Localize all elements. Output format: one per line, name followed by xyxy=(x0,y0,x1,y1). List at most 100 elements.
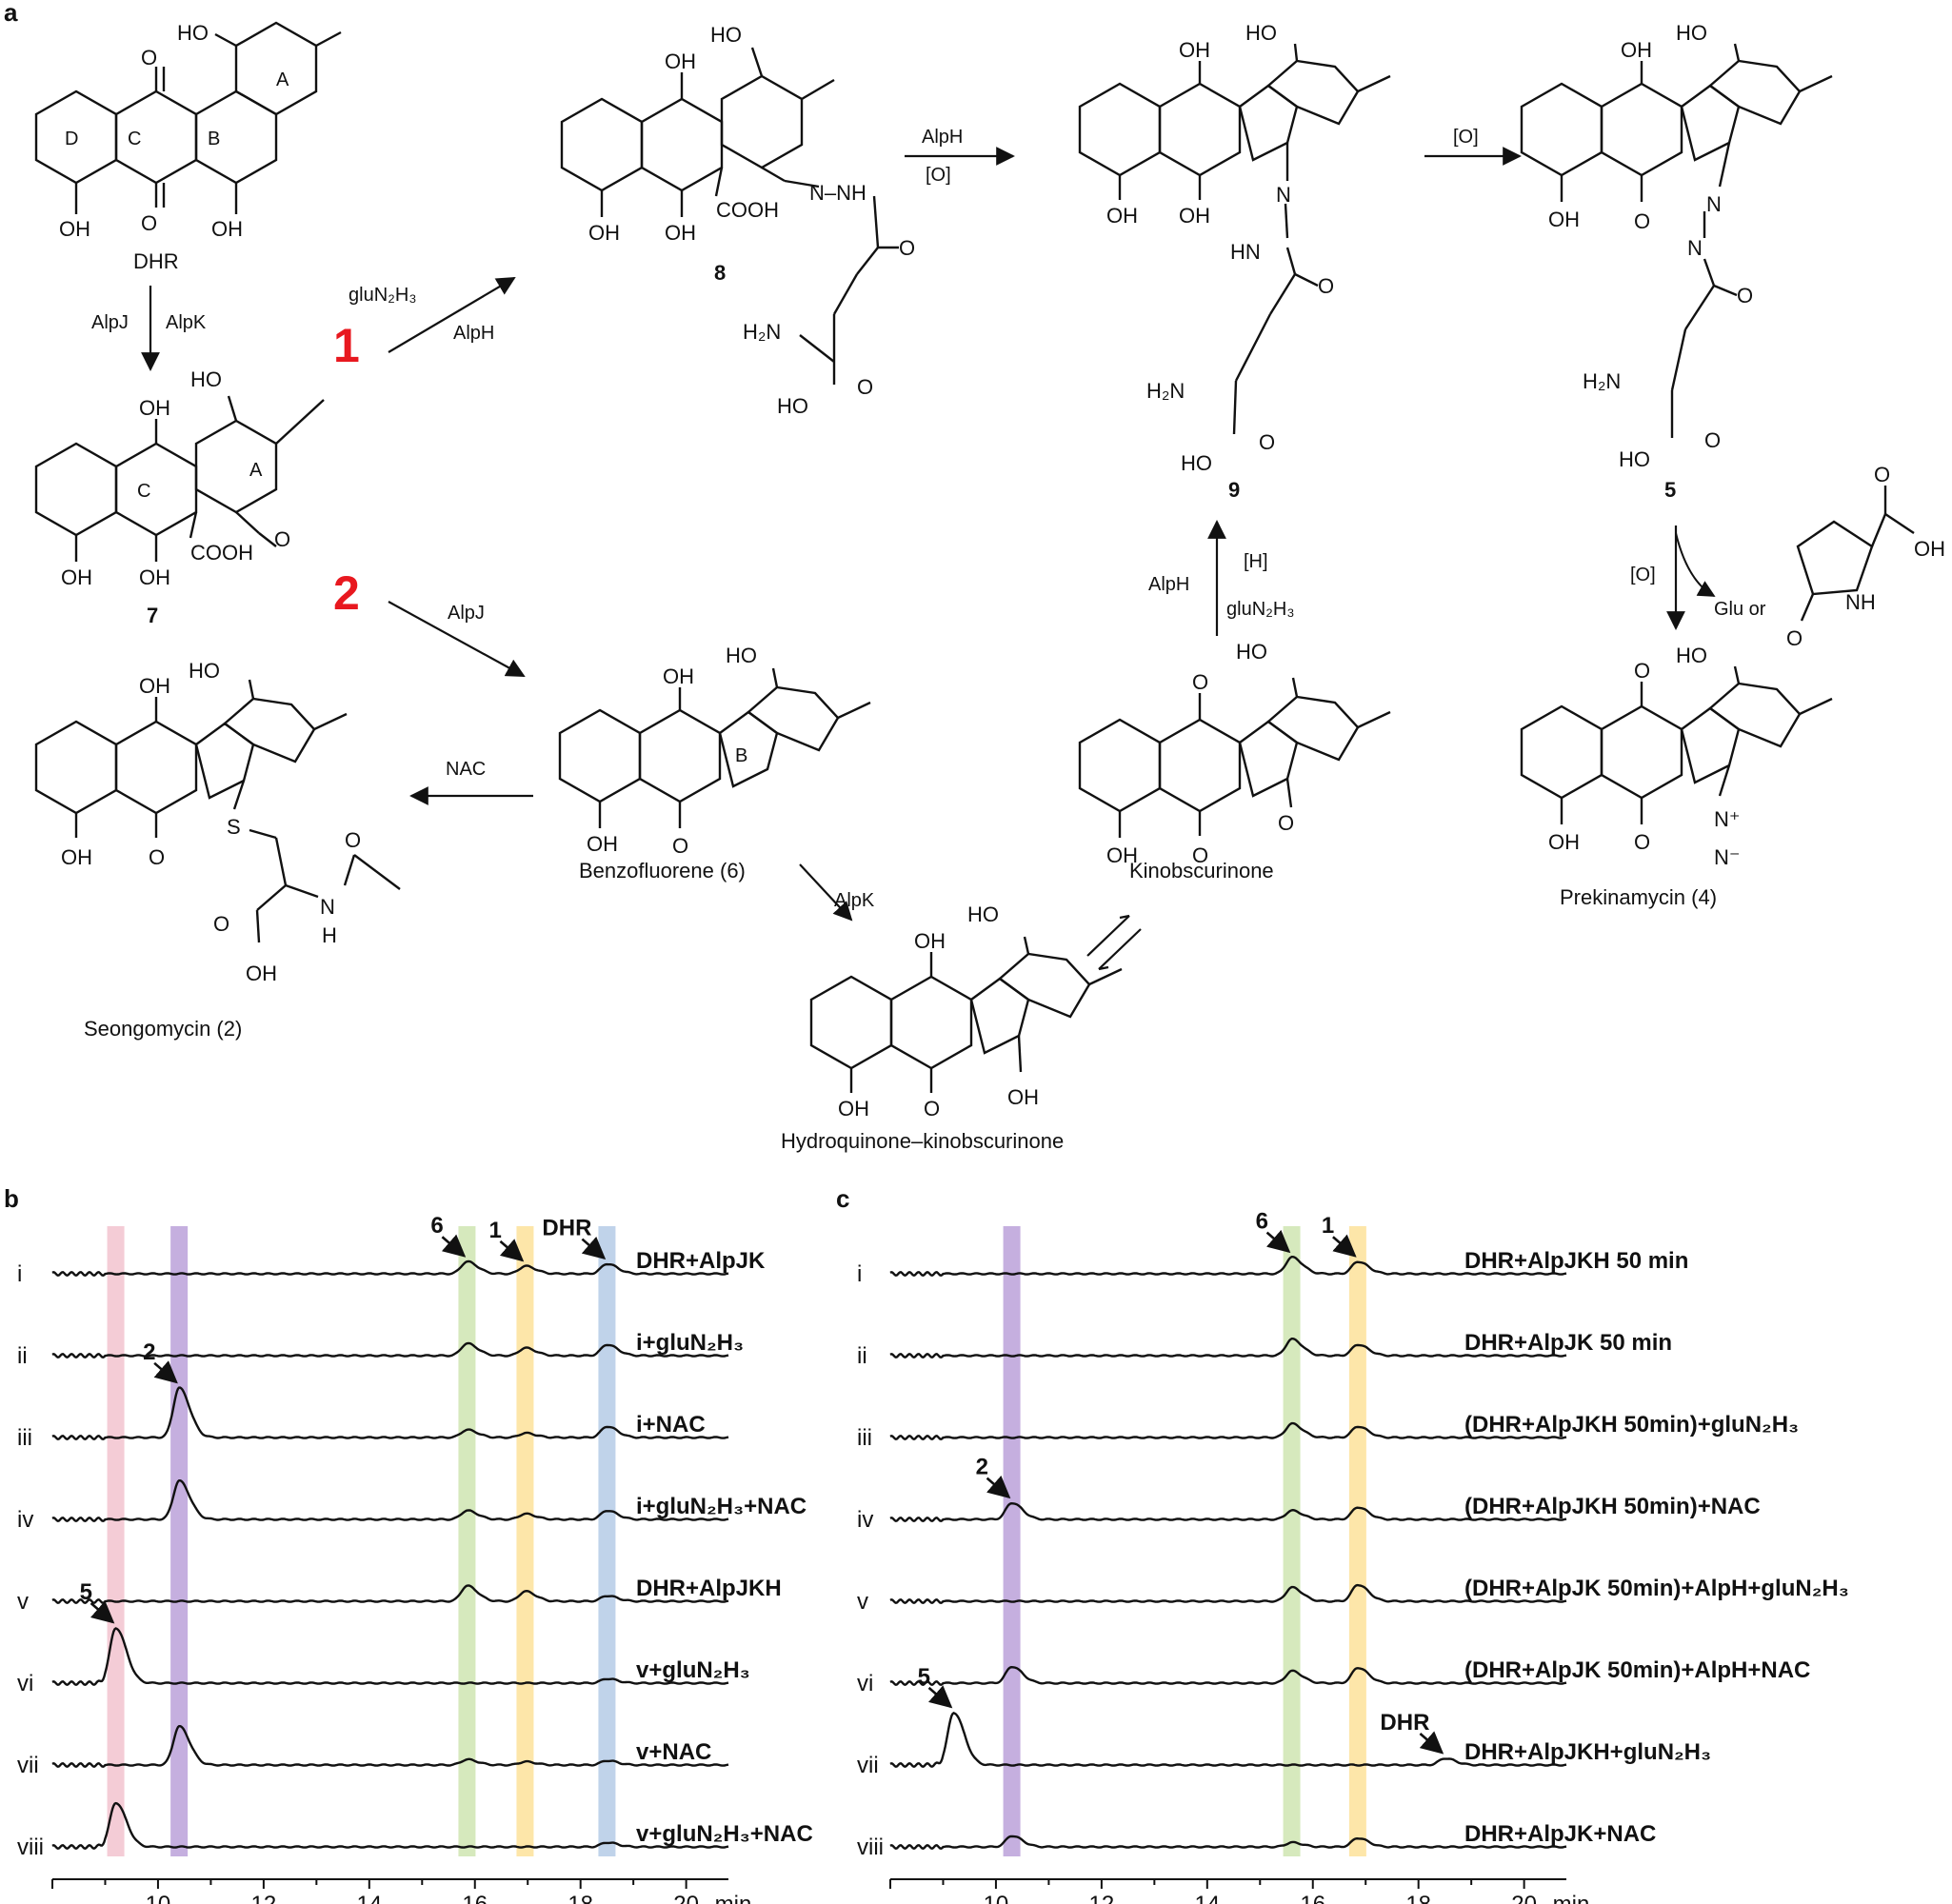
svg-text:O: O xyxy=(672,834,688,858)
highlight-band xyxy=(1348,1226,1366,1856)
svg-text:H₂N: H₂N xyxy=(743,320,781,344)
svg-text:N: N xyxy=(1706,192,1722,216)
svg-text:OH: OH xyxy=(838,1097,869,1121)
svg-text:[O]: [O] xyxy=(926,165,951,186)
x-tick-label: 14 xyxy=(1194,1892,1220,1904)
svg-text:gluN₂H₃: gluN₂H₃ xyxy=(1226,599,1294,620)
annotation-arrow xyxy=(1419,1731,1444,1755)
svg-text:O: O xyxy=(1786,626,1803,650)
svg-text:O: O xyxy=(1192,670,1208,694)
svg-text:AlpK: AlpK xyxy=(834,890,875,911)
svg-text:HO: HO xyxy=(177,21,209,45)
svg-text:AlpJ: AlpJ xyxy=(91,312,129,333)
svg-text:OH: OH xyxy=(914,929,946,953)
svg-text:OH: OH xyxy=(665,221,696,245)
svg-text:O: O xyxy=(213,912,229,936)
trace-id-iii: iii xyxy=(857,1425,872,1451)
trace-condition-iv: (DHR+AlpJKH 50min)+NAC xyxy=(1464,1494,1761,1519)
kinobscurinone-label: Kinobscurinone xyxy=(1129,859,1274,883)
compound-7-label: 7 xyxy=(147,604,158,627)
kinobscurinone-structure xyxy=(1078,677,1391,838)
svg-text:NH: NH xyxy=(1845,590,1876,614)
compound-8-label: 8 xyxy=(714,261,726,285)
svg-text:OH: OH xyxy=(1179,204,1210,228)
compound-4-label: Prekinamycin (4) xyxy=(1560,885,1717,909)
highlight-band xyxy=(107,1226,125,1856)
dhr-structure xyxy=(34,21,342,214)
x-tick-label: 10 xyxy=(984,1892,1009,1904)
x-tick-label: 12 xyxy=(1089,1892,1115,1904)
trace-condition-vii: v+NAC xyxy=(636,1739,711,1765)
compound-9-structure xyxy=(1078,43,1391,435)
svg-text:C: C xyxy=(137,481,150,502)
svg-text:A: A xyxy=(249,460,263,481)
trace-vi xyxy=(51,1627,729,1686)
svg-text:HN: HN xyxy=(1230,240,1261,264)
dhr-label: DHR xyxy=(133,249,179,273)
x-tick-label: 20 xyxy=(673,1892,699,1904)
trace-ii xyxy=(889,1338,1567,1359)
svg-text:OH: OH xyxy=(139,565,170,589)
svg-text:O: O xyxy=(1192,843,1208,867)
annotation-arrow xyxy=(927,1685,953,1709)
trace-condition-vii: DHR+AlpJKH+gluN₂H₃ xyxy=(1464,1739,1711,1765)
dhr-ring-a: A xyxy=(276,69,289,90)
svg-text:OH: OH xyxy=(1179,38,1210,62)
x-tick-label: 12 xyxy=(251,1892,277,1904)
svg-text:HO: HO xyxy=(1619,447,1650,471)
svg-text:O: O xyxy=(1874,463,1890,486)
svg-text:Glu or: Glu or xyxy=(1714,599,1766,620)
dhr-ring-c: C xyxy=(128,129,141,149)
svg-text:H: H xyxy=(322,923,337,947)
svg-text:OH: OH xyxy=(587,832,618,856)
trace-iii xyxy=(51,1386,729,1440)
annotation-label: 1 xyxy=(1322,1213,1334,1239)
trace-condition-i: DHR+AlpJKH 50 min xyxy=(1464,1248,1688,1274)
trace-id-vii: vii xyxy=(857,1753,879,1778)
trace-id-viii: viii xyxy=(17,1835,44,1860)
compound-6-structure xyxy=(558,667,871,828)
svg-text:O: O xyxy=(1259,430,1275,454)
annotation-label: 2 xyxy=(976,1455,988,1480)
svg-text:O: O xyxy=(1278,811,1294,835)
compound-2-structure xyxy=(34,679,401,943)
trace-id-vi: vi xyxy=(857,1671,873,1696)
svg-text:N: N xyxy=(1687,236,1703,260)
trace-iv xyxy=(51,1479,729,1522)
svg-text:AlpJ: AlpJ xyxy=(448,603,485,624)
compound-4-structure xyxy=(1520,665,1833,824)
svg-text:AlpK: AlpK xyxy=(166,312,207,333)
svg-text:NAC: NAC xyxy=(446,759,486,780)
x-tick-label: 14 xyxy=(356,1892,382,1904)
trace-condition-viii: v+gluN₂H₃+NAC xyxy=(636,1821,813,1847)
svg-text:OH: OH xyxy=(588,221,620,245)
trace-condition-vi: (DHR+AlpJK 50min)+AlpH+NAC xyxy=(1464,1657,1810,1683)
svg-text:O: O xyxy=(1634,830,1650,854)
trace-iv xyxy=(889,1501,1567,1522)
svg-text:HO: HO xyxy=(1245,21,1277,45)
svg-text:O: O xyxy=(1704,428,1721,452)
annotation-arrow xyxy=(1265,1229,1291,1254)
panel-a-scheme: a O O OH OH HO A B C D DHR AlpJ AlpK xyxy=(4,0,1945,1153)
panel-b-chromatograms: biDHR+AlpJKiii+gluN₂H₃iiii+NACivi+gluN₂H… xyxy=(4,1184,813,1904)
trace-condition-iii: (DHR+AlpJKH 50min)+gluN₂H₃ xyxy=(1464,1412,1799,1438)
svg-text:OH: OH xyxy=(1621,38,1652,62)
svg-text:B: B xyxy=(735,745,747,766)
annotation-arrow xyxy=(1332,1234,1357,1258)
svg-text:O: O xyxy=(1737,284,1753,307)
highlight-band xyxy=(1003,1226,1021,1856)
path-marker-2: 2 xyxy=(333,566,360,620)
svg-text:HO: HO xyxy=(190,367,222,391)
svg-text:N–NH: N–NH xyxy=(809,181,866,205)
svg-text:AlpH: AlpH xyxy=(453,323,494,344)
annotation-arrow xyxy=(499,1239,525,1262)
svg-text:O: O xyxy=(274,527,290,551)
svg-text:HO: HO xyxy=(777,394,808,418)
svg-text:AlpH: AlpH xyxy=(1148,574,1189,595)
trace-vii xyxy=(889,1712,1567,1768)
compound-6-label: Benzofluorene (6) xyxy=(579,859,746,883)
x-tick-label: 18 xyxy=(1405,1892,1431,1904)
trace-condition-ii: DHR+AlpJK 50 min xyxy=(1464,1330,1672,1356)
annotation-arrow xyxy=(581,1236,607,1260)
trace-v xyxy=(51,1584,729,1604)
